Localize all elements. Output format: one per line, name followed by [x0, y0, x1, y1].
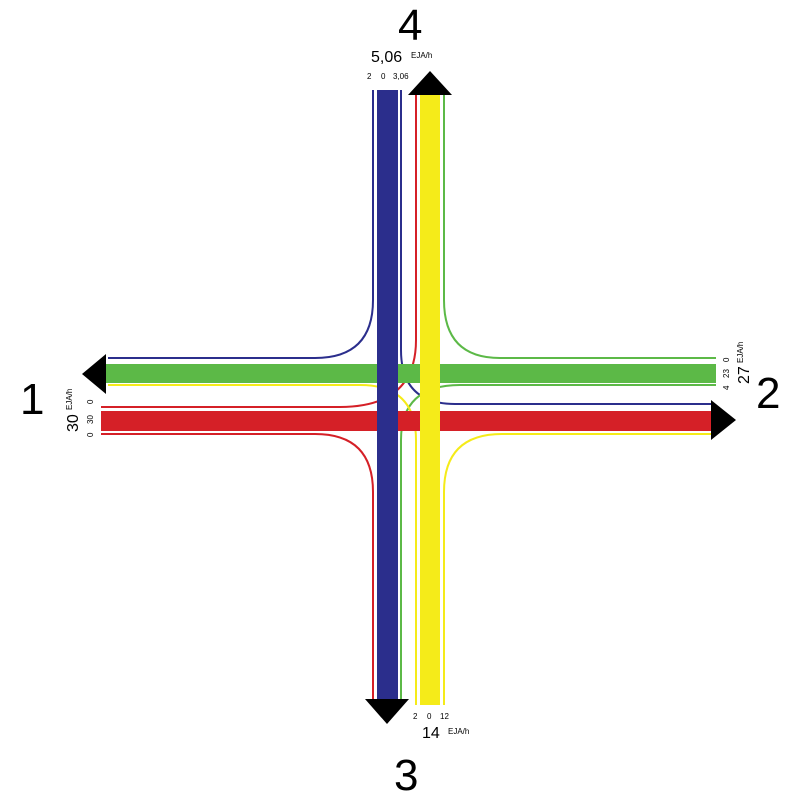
- arrow-head-west: [82, 354, 106, 394]
- flow-band-green-2-to-1: [104, 364, 716, 383]
- arm-4-lane-value: 2: [367, 72, 372, 81]
- arrow-head-north: [408, 71, 452, 95]
- arm-4-total: 5,06: [371, 49, 402, 66]
- arm-1-total: 30: [65, 414, 82, 432]
- flow-line-green-2-to-4: [443, 95, 716, 359]
- arm-4-number: 4: [398, 1, 422, 50]
- arm-2-lane-value: 4: [722, 385, 731, 390]
- arm-1-number: 1: [20, 375, 44, 424]
- arm-2-unit: EJA/h: [736, 342, 745, 363]
- arrow-heads: [82, 71, 736, 724]
- arm-1-lane-values: 0 30 0: [86, 399, 95, 437]
- flow-band-blue-4-to-3: [377, 90, 398, 702]
- flow-line-red-1-to-3: [101, 433, 374, 700]
- arm-2-lane-value: 0: [722, 357, 731, 362]
- arm-3-lane-values: 2 0 12: [413, 712, 449, 721]
- arm-2-number: 2: [756, 369, 780, 418]
- flow-line-red-1-to-4: [101, 95, 417, 408]
- arm-1-lane-value: 0: [86, 432, 95, 437]
- flow-line-blue-4-to-2: [400, 90, 712, 405]
- arm-3-lane-value: 12: [440, 712, 449, 721]
- flow-line-yellow-3-to-2: [443, 433, 712, 705]
- arm-4-lane-value: 3,06: [393, 72, 409, 81]
- arm-1-unit: EJA/h: [65, 389, 74, 410]
- arm-4-lane-value: 0: [381, 72, 386, 81]
- arm-2-labels: 27 EJA/h: [736, 342, 753, 384]
- arm-3-lane-value: 2: [413, 712, 418, 721]
- arm-2-lane-value: 23: [722, 369, 731, 378]
- arm-2-lane-values: 4 23 0: [722, 357, 731, 390]
- flow-line-blue-4-to-1-stroke: [108, 90, 374, 359]
- flow-band-red-1-to-2: [101, 411, 713, 431]
- flow-band-yellow-3-to-4: [420, 95, 440, 705]
- arm-3-unit: EJA/h: [448, 727, 469, 736]
- flow-line-yellow-3-to-1: [108, 384, 417, 705]
- through-flows: [101, 90, 716, 705]
- arm-1-lane-value: 30: [86, 415, 95, 424]
- flow-line-blue-4-to-1: [108, 90, 375, 360]
- arm-4-unit: EJA/h: [411, 51, 432, 60]
- arm-3-total: 14: [422, 725, 440, 742]
- arm-4-lane-values: 2 0 3,06: [367, 72, 409, 81]
- turning-flows: [101, 90, 716, 705]
- arrow-head-east: [711, 400, 736, 440]
- arm-1-lane-value: 0: [86, 399, 95, 404]
- flow-line-green-2-to-3: [400, 384, 716, 705]
- arm-3-number: 3: [394, 751, 418, 796]
- arm-1-labels: 30 EJA/h: [65, 389, 82, 432]
- arm-3-lane-value: 0: [427, 712, 432, 721]
- arm-2-total: 27: [736, 366, 753, 384]
- arrow-head-south: [365, 699, 409, 724]
